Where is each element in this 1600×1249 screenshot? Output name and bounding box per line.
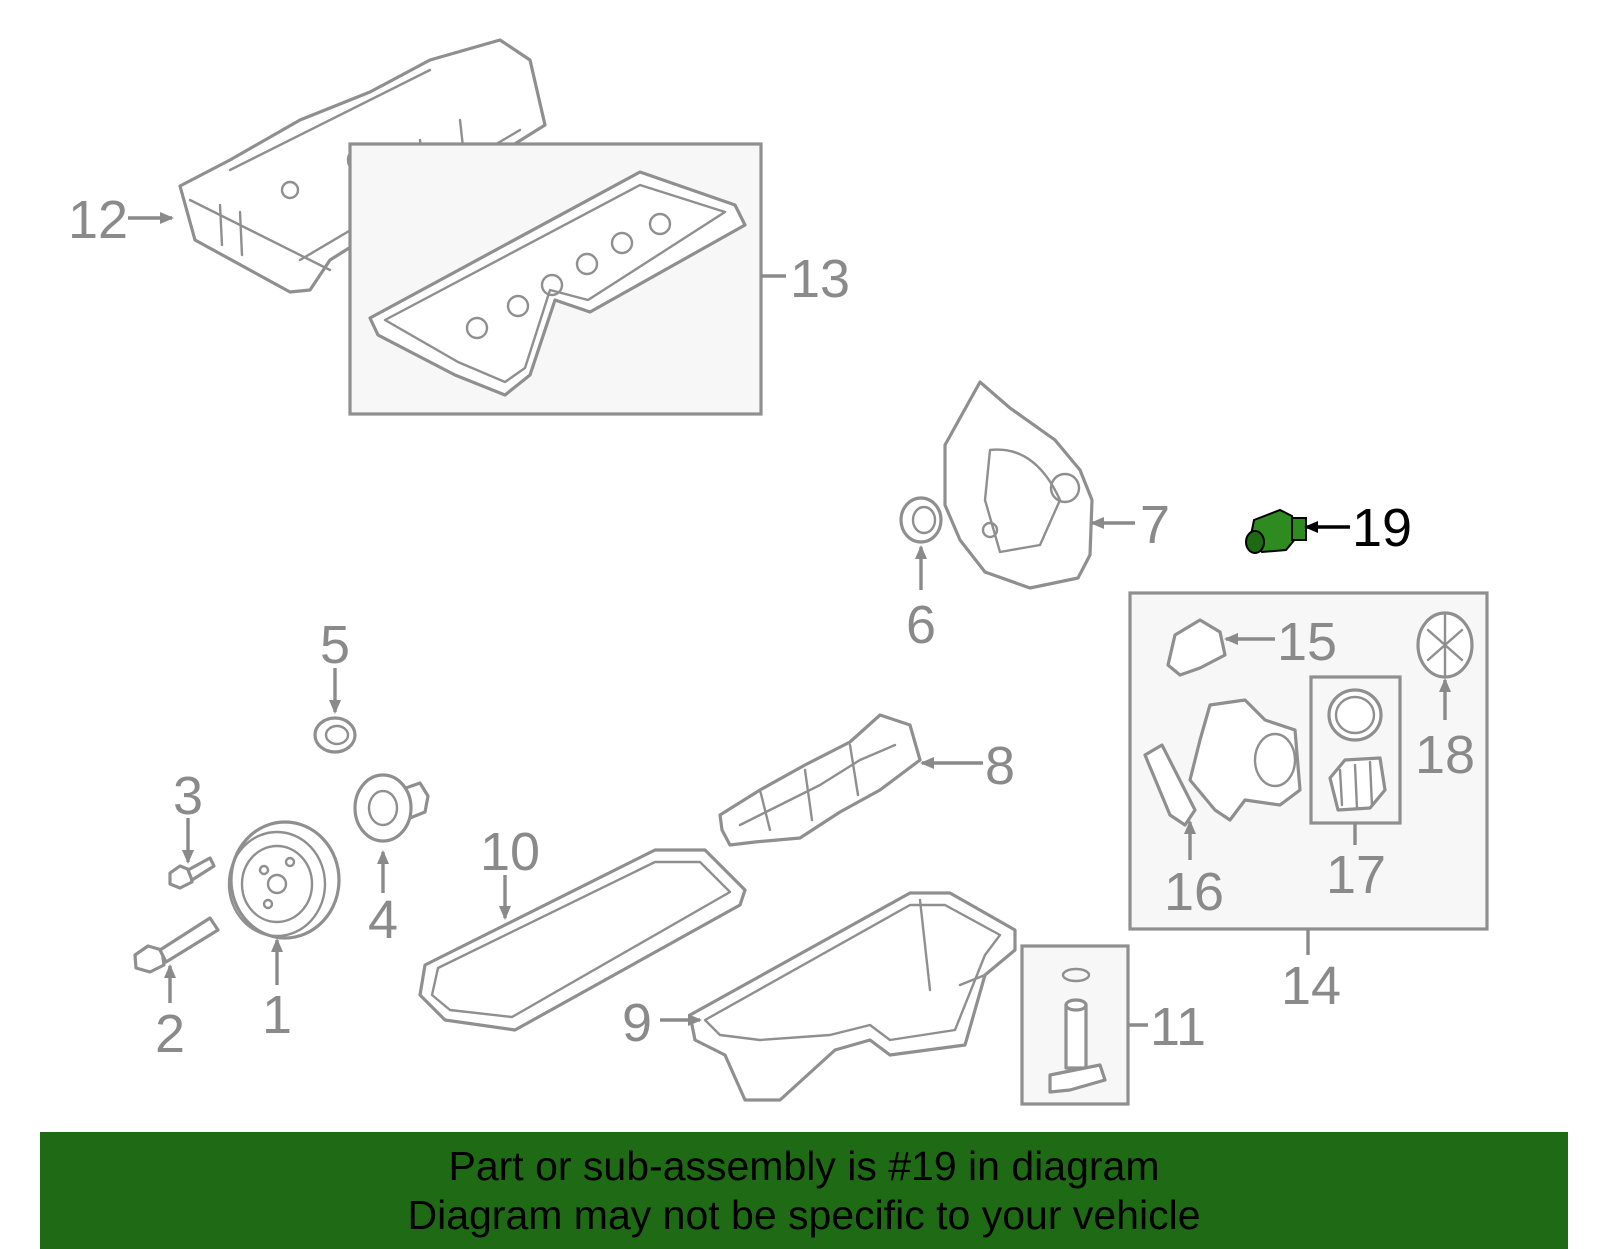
part-15-bracket <box>1166 618 1227 677</box>
footer-line-1: Part or sub-assembly is #19 in diagram <box>448 1142 1160 1189</box>
leader-lines <box>128 212 1451 1027</box>
callout-4: 4 <box>368 890 398 950</box>
callout-11: 11 <box>1150 997 1206 1057</box>
part-7-cover-plate <box>943 380 1094 590</box>
part-16-tube <box>1143 743 1197 827</box>
callout-19: 19 <box>1352 498 1412 558</box>
callout-2: 2 <box>155 1004 185 1064</box>
part-14-filter-housing-box <box>1128 591 1489 931</box>
part-4-hub <box>353 773 430 843</box>
callout-5: 5 <box>320 615 350 675</box>
callout-17: 17 <box>1326 845 1386 905</box>
callout-16: 16 <box>1164 862 1224 922</box>
part-9-oil-pan <box>688 891 1017 1102</box>
callout-numbers: 12 13 7 6 19 15 18 16 17 14 5 8 3 4 10 1… <box>68 190 1475 1064</box>
callout-8: 8 <box>985 736 1015 796</box>
filter-housing <box>1188 698 1302 822</box>
callout-9: 9 <box>622 993 652 1053</box>
callout-7: 7 <box>1140 495 1170 555</box>
part-1-pulley <box>227 820 341 940</box>
part-3-bolt <box>168 856 216 890</box>
callout-15: 15 <box>1277 612 1337 672</box>
footer-line-2: Diagram may not be specific to your vehi… <box>407 1191 1201 1238</box>
callout-18: 18 <box>1415 725 1475 785</box>
callout-13: 13 <box>790 249 850 309</box>
part-6-seal <box>899 496 943 544</box>
part-19-sensor-highlighted <box>1245 508 1307 554</box>
part-8-baffle <box>718 713 922 847</box>
part-11-box <box>1020 944 1130 1106</box>
part-17-filter-box <box>1309 675 1402 825</box>
callout-1: 1 <box>262 985 292 1045</box>
footer-banner: Part or sub-assembly is #19 in diagram D… <box>40 1132 1568 1249</box>
part-10-pan-gasket <box>418 848 747 1032</box>
callout-12: 12 <box>68 190 128 250</box>
part-13-gasket-box <box>348 142 763 416</box>
part-2-long-bolt <box>133 916 220 974</box>
part-5-seal <box>313 716 357 754</box>
callout-3: 3 <box>173 766 203 826</box>
callout-6: 6 <box>906 595 936 655</box>
callout-14: 14 <box>1281 956 1341 1016</box>
callout-10: 10 <box>480 822 540 882</box>
